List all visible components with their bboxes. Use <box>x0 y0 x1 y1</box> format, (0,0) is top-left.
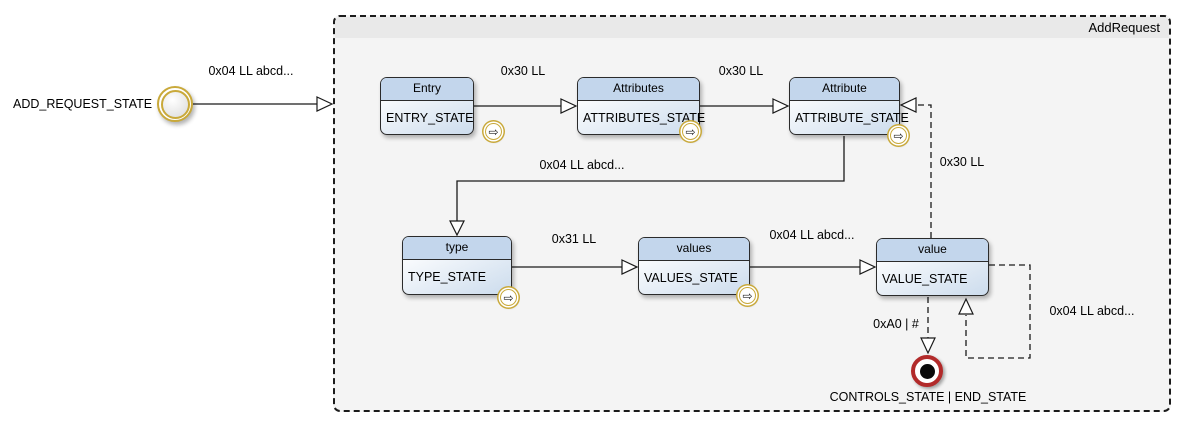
state-title: Attributes <box>578 78 699 101</box>
state-values[interactable]: values VALUES_STATE <box>638 237 750 295</box>
arrowhead <box>316 96 334 112</box>
transition-label[interactable]: 0x30 LL <box>939 155 985 169</box>
state-name: VALUES_STATE <box>644 270 738 285</box>
state-title: values <box>639 238 749 261</box>
submachine-icon: ⇨ <box>500 289 517 306</box>
initial-state-node[interactable] <box>157 86 193 122</box>
composite-state-header: AddRequest <box>335 17 1169 38</box>
transition-label[interactable]: 0x31 LL <box>551 232 597 246</box>
final-state-label: CONTROLS_STATE | END_STATE <box>829 390 1027 404</box>
submachine-icon: ⇨ <box>485 123 502 140</box>
arrowhead <box>899 97 917 113</box>
transition-line-value-attribute[interactable] <box>917 104 932 238</box>
state-name: ATTRIBUTE_STATE <box>795 110 909 125</box>
submachine-icon: ⇨ <box>890 127 907 144</box>
initial-state-label: ADD_REQUEST_STATE <box>13 97 153 111</box>
state-entry[interactable]: Entry ENTRY_STATE <box>380 77 474 135</box>
arrowhead <box>859 259 877 275</box>
transition-label[interactable]: 0x04 LL abcd... <box>539 158 625 172</box>
state-name: ENTRY_STATE <box>386 110 474 125</box>
state-title: Attribute <box>790 78 899 101</box>
state-title: type <box>403 237 511 260</box>
transition-label[interactable]: 0x04 LL abcd... <box>769 228 855 242</box>
final-state-node[interactable] <box>911 355 943 387</box>
state-value[interactable]: value VALUE_STATE <box>876 238 989 296</box>
composite-state-title: AddRequest <box>1088 20 1160 35</box>
transition-line-attribute-type[interactable] <box>456 136 845 221</box>
state-name: TYPE_STATE <box>408 270 487 284</box>
transition-label[interactable]: 0x30 LL <box>718 64 764 78</box>
state-attributes[interactable]: Attributes ATTRIBUTES_STATE <box>577 77 706 135</box>
final-state-core <box>919 363 935 379</box>
state-title: value <box>877 239 988 262</box>
submachine-icon: ⇨ <box>682 123 699 140</box>
arrowhead <box>920 337 936 355</box>
arrowhead <box>772 98 790 114</box>
arrowhead <box>449 220 465 237</box>
arrowhead <box>621 259 639 275</box>
state-attribute[interactable]: Attribute ATTRIBUTE_STATE <box>789 77 909 135</box>
submachine-icon: ⇨ <box>739 287 756 304</box>
transition-label[interactable]: 0x30 LL <box>500 64 546 78</box>
arrowhead <box>560 98 578 114</box>
state-type[interactable]: type TYPE_STATE <box>402 236 512 295</box>
arrowhead <box>958 297 974 315</box>
transition-label[interactable]: 0x04 LL abcd... <box>208 64 294 78</box>
state-name: ATTRIBUTES_STATE <box>583 110 706 125</box>
state-title: Entry <box>381 78 473 101</box>
transition-label[interactable]: 0x04 LL abcd... <box>1049 304 1135 318</box>
transition-line-value-selfloop[interactable] <box>965 264 1031 359</box>
state-name: VALUE_STATE <box>882 271 968 286</box>
transition-label[interactable]: 0xA0 | # <box>873 317 919 331</box>
